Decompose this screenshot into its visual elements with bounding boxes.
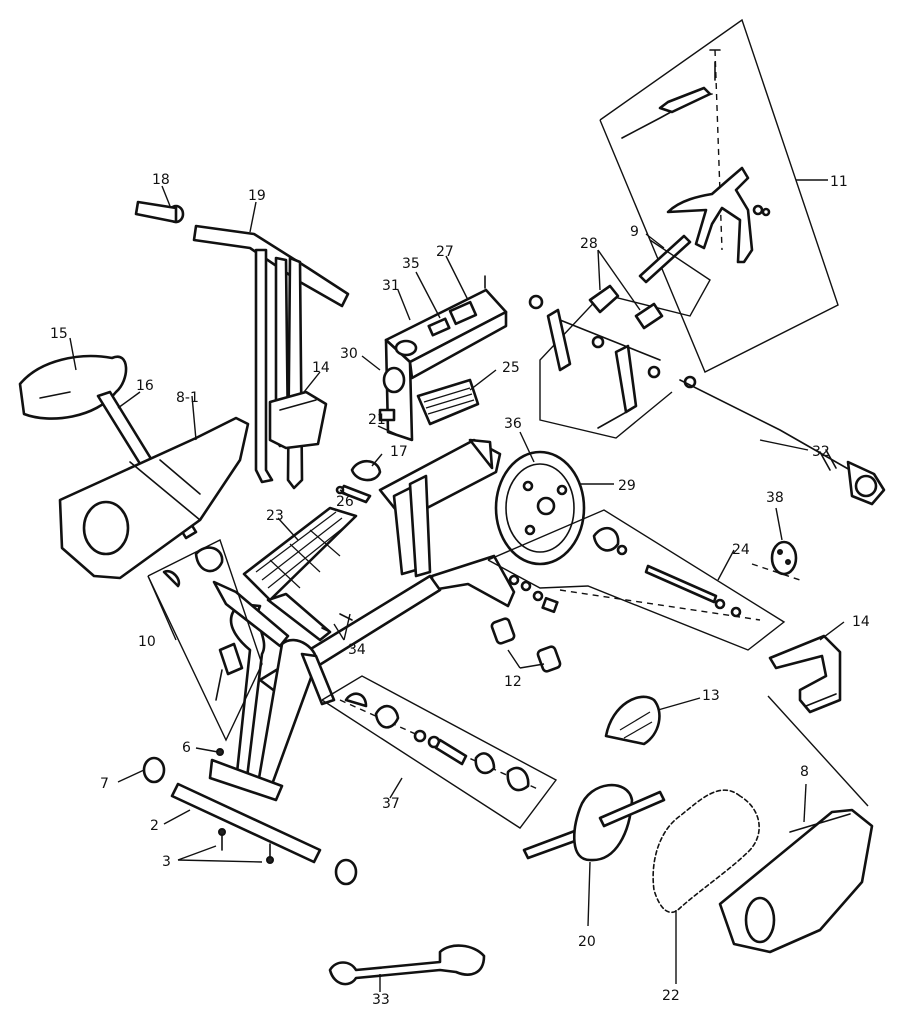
callout-33: 33	[372, 992, 390, 1008]
callout-8-1: 8-1	[176, 390, 199, 406]
axle-cap	[751, 540, 801, 581]
pedal-left	[242, 506, 358, 602]
chain-guard	[718, 808, 874, 954]
callout-29: 29	[618, 478, 636, 494]
callout-28: 28	[580, 236, 598, 252]
callout-22: 22	[662, 988, 680, 1004]
callout-19: 19	[248, 188, 266, 204]
console-tray	[416, 378, 480, 426]
callout-14-upper: 14	[312, 360, 330, 376]
seat-shroud	[58, 416, 250, 580]
callout-27: 27	[436, 244, 454, 260]
chain-guard-bracket	[767, 634, 869, 807]
stabilizer-bar	[142, 748, 358, 886]
callout-20: 20	[578, 934, 596, 950]
callout-10: 10	[138, 634, 156, 650]
crank-assembly-group	[321, 675, 558, 829]
pedal-strap-group	[147, 539, 263, 742]
wrench	[328, 944, 486, 986]
callout-25: 25	[502, 360, 520, 376]
callout-35: 35	[402, 256, 420, 272]
callout-labels: 18 19 11 9 28 35 27 31 30 25 15 16 8-1 1…	[50, 172, 870, 1008]
leader-lines	[69, 179, 845, 992]
callout-7: 7	[100, 776, 109, 792]
callout-3: 3	[162, 854, 171, 870]
pedal-right	[604, 695, 661, 746]
axle-assembly-group	[487, 509, 786, 651]
callout-23: 23	[266, 508, 284, 524]
callout-13: 13	[702, 688, 720, 704]
callout-15: 15	[50, 326, 68, 342]
callout-9: 9	[630, 224, 639, 240]
callout-30: 30	[340, 346, 358, 362]
callout-38: 38	[766, 490, 784, 506]
callout-11: 11	[830, 174, 848, 190]
caliper-brackets	[528, 294, 697, 429]
flywheel	[494, 431, 614, 566]
callout-8: 8	[800, 764, 809, 780]
frame-bolts	[321, 613, 353, 633]
callout-24: 24	[732, 542, 750, 558]
bearing-cups	[490, 574, 562, 673]
callout-16: 16	[136, 378, 154, 394]
callout-2: 2	[150, 818, 159, 834]
callout-34: 34	[348, 642, 366, 658]
brake-assembly-group	[539, 18, 839, 439]
callout-17: 17	[390, 444, 408, 460]
adjustment-knob	[335, 459, 382, 504]
tension-knob[interactable]	[679, 379, 886, 506]
brake-pads	[588, 249, 664, 330]
callout-14-lower: 14	[852, 614, 870, 630]
callout-32: 32	[812, 444, 830, 460]
callout-12: 12	[504, 674, 522, 690]
console	[378, 275, 508, 442]
callout-36: 36	[504, 416, 522, 432]
callout-31: 31	[382, 278, 400, 294]
handlebar-clamp	[268, 390, 328, 450]
callout-26: 26	[336, 494, 354, 510]
callout-6: 6	[182, 740, 191, 756]
callout-37: 37	[382, 796, 400, 812]
callout-21: 21	[368, 412, 386, 428]
callout-18: 18	[152, 172, 170, 188]
main-frame	[208, 438, 516, 802]
chain	[652, 789, 760, 984]
crank-arm	[522, 783, 666, 862]
